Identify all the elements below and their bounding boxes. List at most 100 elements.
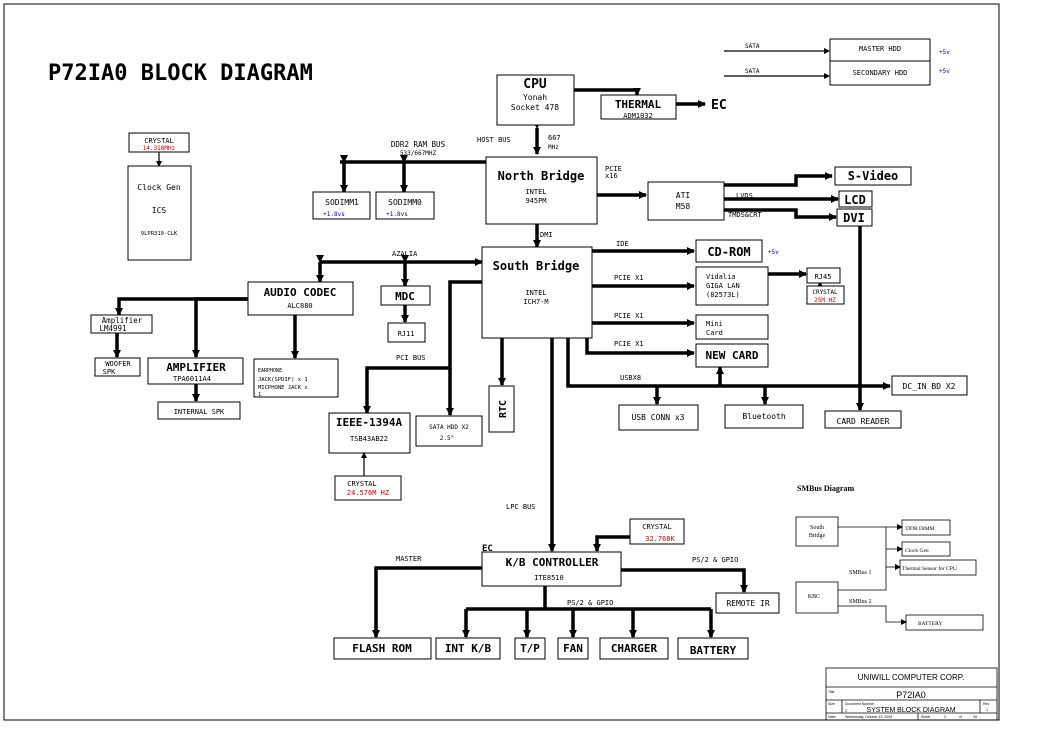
- woofer-line1: WOOFER: [105, 360, 131, 368]
- newcard-box: [695, 343, 769, 368]
- master-label: MASTER: [396, 555, 422, 563]
- thermal-name: THERMAL: [615, 98, 662, 111]
- card-reader-label: CARD READER: [837, 417, 890, 426]
- thermal-sub: ADM1032: [623, 112, 653, 120]
- clock-gen-box: [127, 165, 192, 261]
- smbus2-label: SMBus 2: [849, 599, 872, 605]
- clock-gen-part: 9LPR310-CLK: [141, 231, 178, 237]
- crystal-clk-box: [128, 132, 190, 153]
- connectors: [113, 88, 891, 638]
- int-kb-label: INT K/B: [445, 642, 492, 655]
- amplifier-name: AMPLIFIER: [166, 361, 226, 374]
- secondary-hdd-box: [829, 60, 931, 86]
- rj45-box: [806, 267, 841, 284]
- dc-in-box: [891, 375, 968, 396]
- smbus-title: SMBus Diagram: [797, 484, 854, 493]
- host-bus-label: HOST BUS: [477, 136, 511, 144]
- title-block-labels: UNIWILL COMPUTER CORP. Title P72IA0 Size…: [828, 673, 989, 719]
- kbc-box: [481, 551, 622, 587]
- lan-box: [695, 266, 769, 306]
- ps2-gpio-top: PS/2 & GPIO: [692, 556, 738, 564]
- sodimm1-volt: +1.8vs: [323, 211, 345, 218]
- dvi-box: [836, 208, 873, 227]
- mdc-label: MDC: [395, 290, 415, 303]
- woofer-line2: SPK: [103, 368, 116, 376]
- ati-line1: ATI: [676, 191, 691, 200]
- cpu-name: CPU: [523, 77, 547, 92]
- int-kb-box: [435, 637, 501, 660]
- ati-box: [647, 181, 725, 221]
- sata-hdd-line2: 2.5": [440, 435, 454, 442]
- tb-date-lbl: Date:: [828, 715, 836, 719]
- smbus-clock-gen: Clock Gen: [905, 548, 929, 554]
- dvi-label: DVI: [843, 211, 865, 225]
- sodimm1-name: SODIMM1: [325, 198, 359, 207]
- charger-label: CHARGER: [611, 642, 658, 655]
- jacks-line2: JACK(SPDIF) x 1: [258, 377, 308, 383]
- battery-label: BATTERY: [690, 644, 737, 657]
- cpu-sub2: Socket 478: [511, 103, 559, 112]
- rtc-box: [488, 385, 515, 433]
- internal-spk-box: [157, 401, 241, 420]
- bluetooth-label: Bluetooth: [742, 412, 786, 421]
- smbus-kbc: KBC: [808, 594, 820, 600]
- lan-line3: (82573L): [706, 291, 740, 299]
- north-bridge-name: North Bridge: [498, 169, 585, 183]
- sata1-label: SATA: [745, 43, 760, 50]
- crystal-lan-box: [806, 285, 845, 305]
- amplifier-box: [147, 357, 244, 385]
- audio-codec-sub: ALC880: [287, 302, 312, 310]
- usbx8-label: USBX8: [620, 374, 641, 382]
- jacks-line3: MICPHONE JACK x: [258, 385, 308, 391]
- thermal-box: [600, 94, 677, 120]
- north-bridge-box: [485, 156, 598, 225]
- sodimm0-volt: +1.8vs: [386, 211, 408, 218]
- ati-line2: M58: [676, 202, 691, 211]
- tp-label: T/P: [520, 642, 540, 655]
- lan-line2: GIGA LAN: [706, 282, 740, 290]
- title-block-lines: [825, 667, 998, 721]
- ieee-sub: TSB43AB22: [350, 435, 388, 443]
- clock-gen-vendor: ICS: [152, 206, 167, 215]
- tb-sheet-lbl: Sheet: [921, 715, 930, 719]
- smbus1-label: SMBus 1: [849, 570, 872, 576]
- minicard-line2: Card: [706, 329, 723, 337]
- fsb-line1: 667: [548, 134, 561, 142]
- tb-project: P72IA0: [896, 690, 926, 700]
- south-bridge-name: South Bridge: [493, 259, 580, 273]
- lcd-box: [838, 190, 873, 208]
- tb-size-val: C: [845, 709, 848, 713]
- pci-bus-label: PCI BUS: [396, 354, 426, 362]
- labels: P72IA0 BLOCK DIAGRAM CPU Yonah Socket 47…: [48, 43, 956, 657]
- smbus-sb-line1: South: [810, 525, 824, 531]
- sata-hdd-line1: SATA HDD X2: [429, 424, 469, 431]
- smbus-lines: [838, 524, 907, 625]
- tp-box: [514, 637, 546, 660]
- crystal-lan-freq: 25M HZ: [814, 297, 836, 304]
- ddr2-bus-line1: DDR2 RAM BUS: [391, 140, 446, 149]
- master-hdd-label: MASTER HDD: [859, 45, 901, 53]
- crystal-clk-name: CRYSTAL: [144, 137, 174, 145]
- bluetooth-box: [724, 404, 804, 429]
- tb-title-lbl: Title: [828, 690, 835, 694]
- rj45-label: RJ45: [815, 273, 832, 281]
- amp-small-line2: LM4991: [99, 324, 126, 333]
- page-title: P72IA0 BLOCK DIAGRAM: [48, 61, 313, 86]
- ec-out-label: EC: [711, 98, 727, 113]
- lan-line1: Vidalia: [706, 273, 736, 281]
- sata2-label: SATA: [745, 68, 760, 75]
- woofer-box: [94, 357, 141, 377]
- ps2-gpio-bottom: PS/2 & GPIO: [567, 599, 613, 607]
- sata-hdd-box: [415, 415, 483, 447]
- cdrom-label: CD-ROM: [707, 245, 750, 259]
- svideo-label: S-Video: [848, 169, 899, 183]
- tb-sheet-val: 2: [944, 715, 946, 719]
- audio-codec-name: AUDIO CODEC: [264, 286, 337, 299]
- crystal-lan-name: CRYSTAL: [812, 289, 838, 296]
- ide-label: IDE: [616, 240, 629, 248]
- plus5v-label-2: +5v: [939, 68, 950, 75]
- smbus-sb-line2: Bridge: [809, 533, 826, 539]
- jacks-line4: 1: [258, 392, 261, 398]
- clock-gen-name: Clock Gen: [137, 183, 181, 192]
